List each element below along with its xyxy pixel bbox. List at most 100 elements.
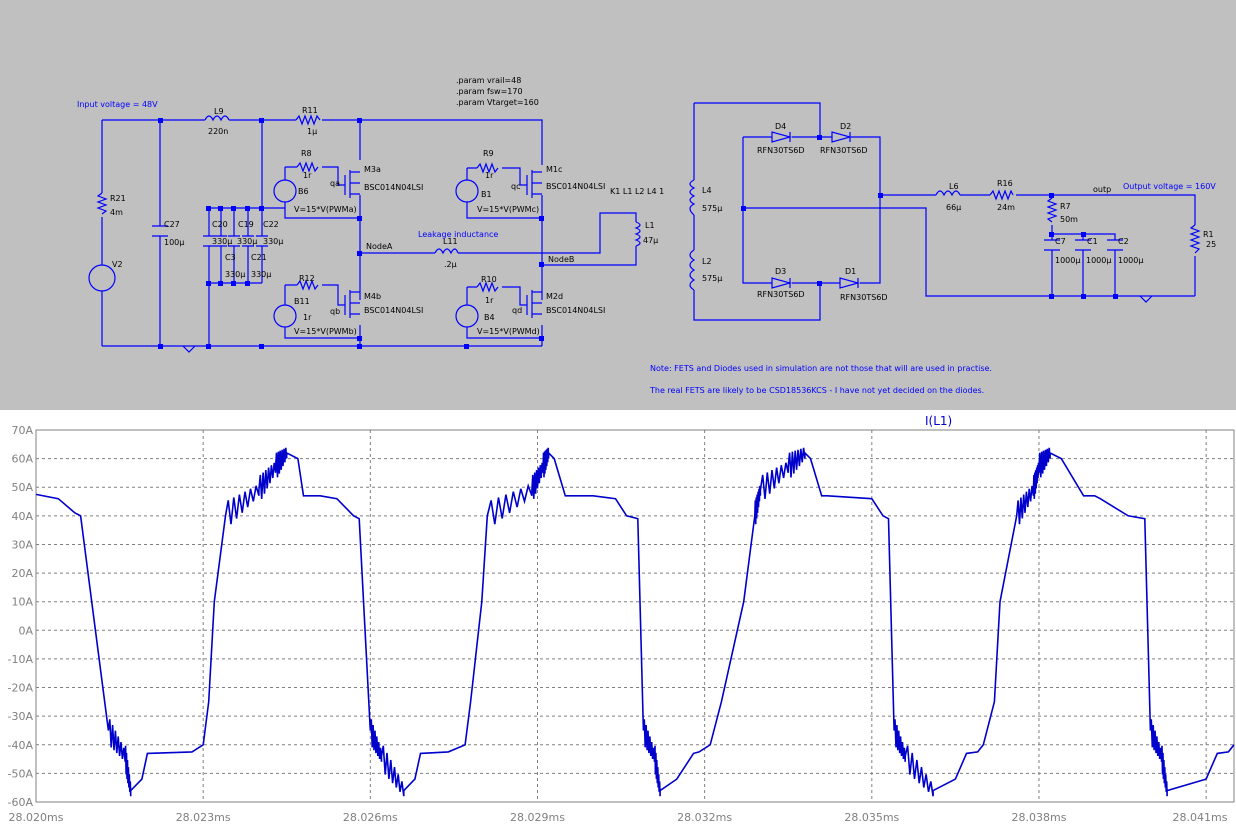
y-tick-label: -60A [8, 796, 34, 809]
label-L9: L9 [214, 107, 224, 116]
y-tick-label: 20A [11, 567, 33, 580]
y-tick-label: -20A [8, 682, 34, 695]
label-L4-value: 575µ [702, 204, 722, 213]
label-B1-value: V=15*V(PWMc) [477, 205, 539, 214]
label-C7: C7 [1055, 237, 1066, 246]
label-R11: R11 [302, 106, 318, 115]
param-fsw: .param fsw=170 [456, 87, 523, 96]
x-tick-label: 28.029ms [510, 811, 565, 824]
label-R21-value: 4m [110, 208, 123, 217]
label-C1: C1 [1087, 237, 1098, 246]
label-L4: L4 [702, 186, 712, 195]
y-tick-label: -30A [8, 710, 34, 723]
note-line-1: Note: FETS and Diodes used in simulation… [650, 364, 992, 373]
label-L6-value: 66µ [946, 203, 961, 212]
label-R16: R16 [997, 179, 1013, 188]
label-M1c: M1c [546, 165, 562, 174]
label-V2: V2 [112, 260, 123, 269]
label-L2: L2 [702, 257, 712, 266]
label-B11-value: V=15*V(PWMb) [294, 327, 357, 336]
y-axis-ticks: 70A60A50A40A30A20A10A0A-10A-20A-30A-40A-… [8, 424, 34, 809]
y-tick-label: 0A [18, 624, 33, 637]
label-B11: B11 [294, 297, 310, 306]
label-outp: outp [1093, 185, 1111, 194]
label-R9-value: 1r [485, 171, 494, 180]
label-B6: B6 [298, 187, 309, 196]
x-tick-label: 28.035ms [844, 811, 899, 824]
label-qd: qd [512, 306, 522, 315]
comment-labels: Input voltage = 48V Output voltage = 160… [77, 100, 1216, 395]
label-M3a-value: BSC014N04LSI [364, 183, 423, 192]
note-line-2: The real FETS are likely to be CSD18536K… [649, 386, 984, 395]
x-tick-label: 28.038ms [1012, 811, 1067, 824]
label-B4-value: V=15*V(PWMd) [477, 327, 540, 336]
label-D4: D4 [775, 122, 786, 131]
label-L11: L11 [443, 237, 458, 246]
y-tick-label: 60A [11, 453, 33, 466]
label-L1-value: 47µ [643, 236, 658, 245]
leakage-label: Leakage inductance [418, 230, 498, 239]
label-C1-value: 1000µ [1086, 256, 1111, 265]
label-R12: R12 [299, 274, 315, 283]
label-R1: R1 [1203, 230, 1214, 239]
x-tick-label: 28.026ms [343, 811, 398, 824]
label-C27-value: 100µ [164, 238, 184, 247]
label-M1c-value: BSC014N04LSI [546, 182, 605, 191]
label-C2: C2 [1118, 237, 1129, 246]
label-D1: D1 [845, 267, 856, 276]
label-L11-value: .2µ [444, 260, 457, 269]
label-D1-value: RFN30TS6D [840, 293, 888, 302]
label-C21-value: 330µ [251, 270, 271, 279]
label-C7-value: 1000µ [1055, 256, 1080, 265]
schematic-diagram[interactable]: R21 4m V2 C27 100µ L9 220n R11 1µ C20 33… [0, 0, 1236, 410]
y-tick-label: 70A [11, 424, 33, 437]
label-C3: C3 [225, 253, 236, 262]
label-M2d-value: BSC014N04LSI [546, 306, 605, 315]
output-voltage-label: Output voltage = 160V [1123, 182, 1216, 191]
label-C22-value: 330µ [263, 237, 283, 246]
label-M4b: M4b [364, 292, 381, 301]
label-R16-value: 24m [997, 203, 1015, 212]
label-L6: L6 [949, 182, 959, 191]
label-R9: R9 [483, 149, 494, 158]
junctions [158, 118, 1118, 349]
plot-frame [35, 429, 1235, 803]
y-tick-label: 30A [11, 538, 33, 551]
label-D4-value: RFN30TS6D [757, 146, 805, 155]
y-tick-label: 40A [11, 510, 33, 523]
input-voltage-label: Input voltage = 48V [77, 100, 158, 109]
param-vrail: .param vrail=48 [456, 76, 521, 85]
label-L9-value: 220n [208, 127, 228, 136]
y-tick-label: 10A [11, 596, 33, 609]
trace-I-L1 [35, 447, 1235, 797]
label-C2-value: 1000µ [1118, 256, 1143, 265]
label-L2-value: 575µ [702, 274, 722, 283]
x-tick-label: 28.041ms [1173, 811, 1228, 824]
x-tick-label: 28.023ms [176, 811, 231, 824]
label-C27: C27 [164, 220, 180, 229]
y-tick-label: 50A [11, 481, 33, 494]
label-qc: qc [511, 182, 520, 191]
label-D3: D3 [775, 267, 786, 276]
label-R8: R8 [301, 149, 312, 158]
symbols [88, 114, 1201, 353]
label-R10: R10 [481, 275, 497, 284]
label-L1: L1 [645, 221, 655, 230]
label-R11-value: 1µ [307, 127, 317, 136]
label-C3-value: 330µ [225, 270, 245, 279]
component-labels: R21 4m V2 C27 100µ L9 220n R11 1µ C20 33… [110, 76, 1216, 336]
y-tick-label: -50A [8, 767, 34, 780]
label-R7-value: 50m [1060, 215, 1078, 224]
label-D3-value: RFN30TS6D [757, 290, 805, 299]
label-B6-value: V=15*V(PWMa) [294, 205, 357, 214]
schematic-area[interactable]: R21 4m V2 C27 100µ L9 220n R11 1µ C20 33… [0, 0, 1236, 410]
label-qb: qb [330, 307, 340, 316]
waveform-chart[interactable]: 70A60A50A40A30A20A10A0A-10A-20A-30A-40A-… [0, 410, 1236, 827]
x-tick-label: 28.020ms [9, 811, 64, 824]
chart-title: I(L1) [925, 414, 952, 428]
label-nodeB: NodeB [548, 255, 574, 264]
label-C19-value: 330µ [237, 237, 257, 246]
y-tick-label: -10A [8, 653, 34, 666]
